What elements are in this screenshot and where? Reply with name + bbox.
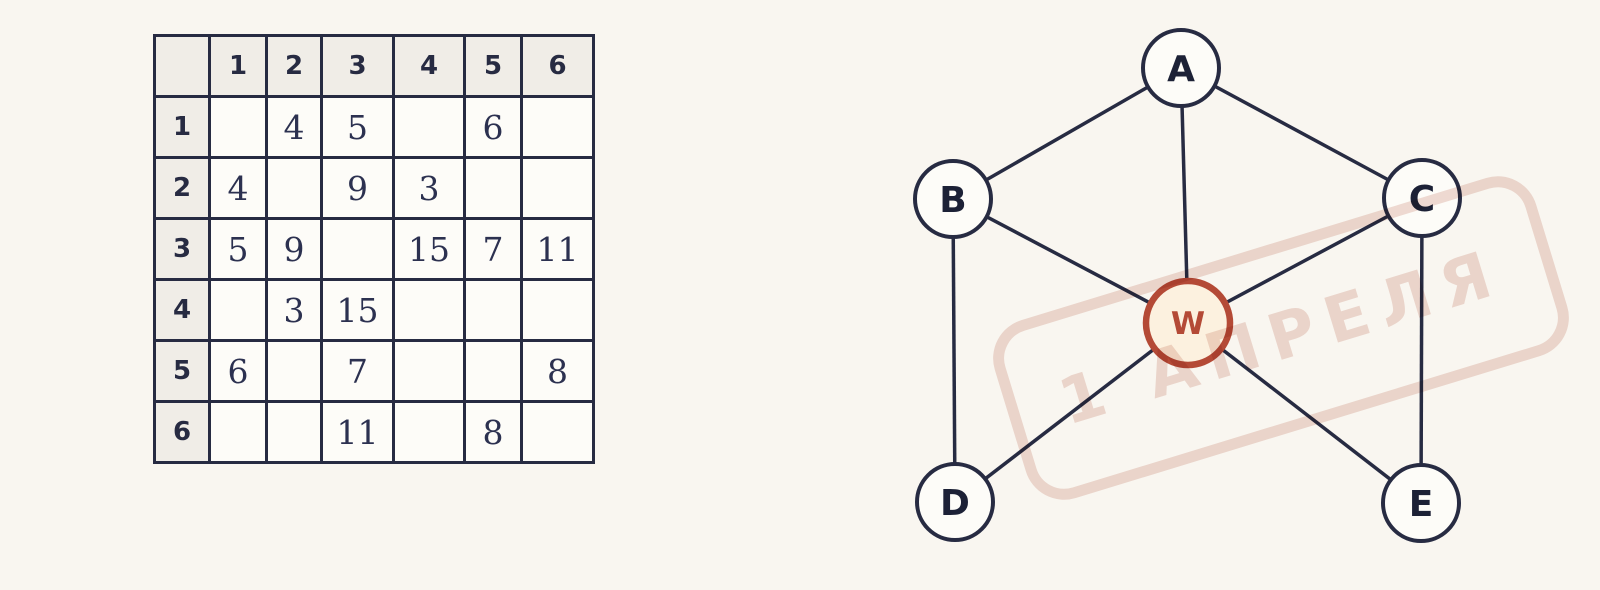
table-row-header: 5 xyxy=(153,339,211,403)
table-row-header: 4 xyxy=(153,278,211,342)
table-cell: 11 xyxy=(320,400,395,464)
table-cell: 8 xyxy=(520,339,595,403)
graph-node-label: E xyxy=(1409,484,1434,525)
graph-node-circle xyxy=(1381,463,1461,543)
table-cell: 6 xyxy=(208,339,268,403)
table-row-header: 6 xyxy=(153,400,211,464)
table-cell: 4 xyxy=(208,156,268,220)
graph-edge-A-B xyxy=(952,66,1182,201)
graph-edge-B-D xyxy=(951,198,957,503)
graph-node-circle xyxy=(1382,158,1462,238)
table-cell: 15 xyxy=(392,217,466,281)
table-cell xyxy=(265,339,323,403)
table-cell: 3 xyxy=(392,156,466,220)
graph-node-B: B xyxy=(913,159,993,239)
table-cell xyxy=(520,95,595,159)
graph-node-label: B xyxy=(939,180,966,221)
table-cell xyxy=(463,278,523,342)
table-cell: 3 xyxy=(265,278,323,342)
table-cell xyxy=(392,400,466,464)
table-cell xyxy=(265,400,323,464)
table-cell xyxy=(265,156,323,220)
table-col-header: 6 xyxy=(520,34,595,98)
table-cell: 5 xyxy=(320,95,395,159)
table-cell xyxy=(392,278,466,342)
table-cell xyxy=(320,217,395,281)
table-cell: 7 xyxy=(320,339,395,403)
graph-edge-W-E xyxy=(1186,321,1423,505)
graph-edge-W-D xyxy=(953,321,1190,504)
table-col-header: 4 xyxy=(392,34,466,98)
table-row: 6 11 8 xyxy=(153,400,595,464)
table-col-header: 5 xyxy=(463,34,523,98)
graph-node-label: C xyxy=(1409,179,1435,220)
graph-node-circle xyxy=(1142,277,1234,369)
graph-node-W: W xyxy=(1142,277,1234,369)
graph-node-label: A xyxy=(1167,49,1195,90)
graph-node-A: A xyxy=(1141,28,1221,108)
table-cell xyxy=(392,339,466,403)
table-cell xyxy=(520,278,595,342)
table-row-header: 3 xyxy=(153,217,211,281)
graph-node-C: C xyxy=(1382,158,1462,238)
table-cell xyxy=(463,339,523,403)
table-cell xyxy=(208,278,268,342)
graph-node-label: D xyxy=(940,483,970,524)
graph-node-circle xyxy=(1141,28,1221,108)
table-corner-cell xyxy=(153,34,211,98)
table-cell: 15 xyxy=(320,278,395,342)
graph-edge-C-E xyxy=(1419,197,1424,504)
graph-node-circle xyxy=(913,159,993,239)
table-cell xyxy=(520,156,595,220)
table-row-header: 1 xyxy=(153,95,211,159)
graph-node-E: E xyxy=(1381,463,1461,543)
graph-edge-A-C xyxy=(1180,66,1423,200)
table-cell: 6 xyxy=(463,95,523,159)
table-cell: 4 xyxy=(265,95,323,159)
table-cell xyxy=(392,95,466,159)
table-cell: 5 xyxy=(208,217,268,281)
table-col-header: 2 xyxy=(265,34,323,98)
table-cell xyxy=(208,400,268,464)
graph-node-circle xyxy=(915,462,995,542)
table-cell: 8 xyxy=(463,400,523,464)
table-cell: 7 xyxy=(463,217,523,281)
table-cell xyxy=(520,400,595,464)
table-row-header: 2 xyxy=(153,156,211,220)
table-col-header: 1 xyxy=(208,34,268,98)
table-cell: 11 xyxy=(520,217,595,281)
table-cell: 9 xyxy=(265,217,323,281)
table-cell xyxy=(463,156,523,220)
table-cell: 9 xyxy=(320,156,395,220)
graph-node-D: D xyxy=(915,462,995,542)
table-cell xyxy=(208,95,268,159)
graph-node-label: W xyxy=(1171,306,1205,342)
table-col-header: 3 xyxy=(320,34,395,98)
